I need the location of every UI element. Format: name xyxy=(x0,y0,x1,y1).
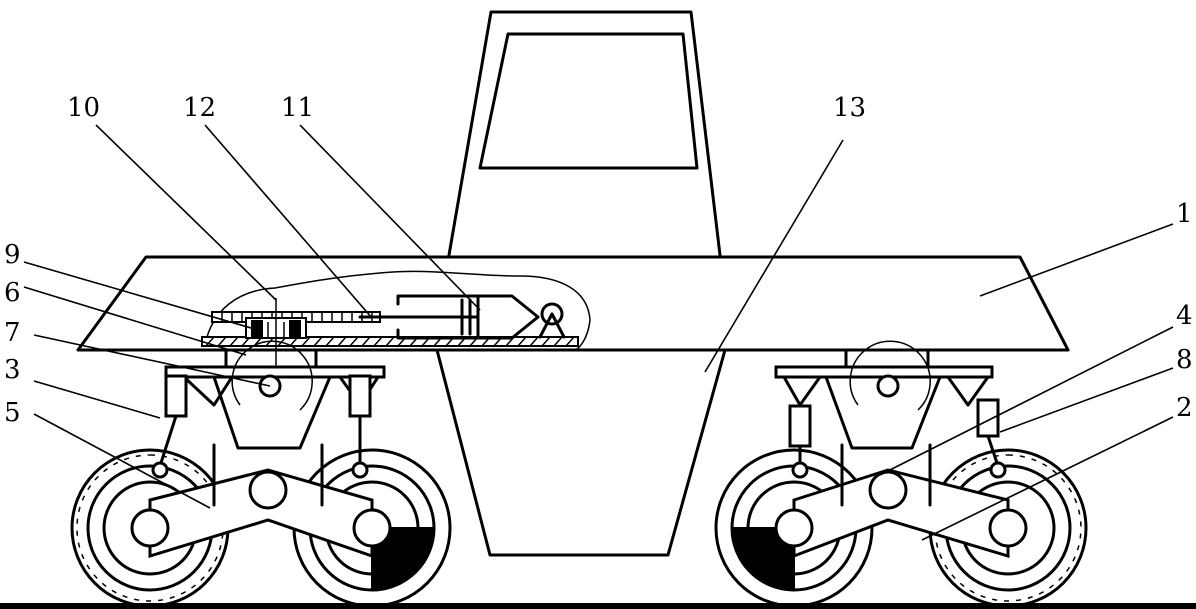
label-1: 1 xyxy=(1176,199,1193,229)
cab xyxy=(447,10,722,257)
label-8: 8 xyxy=(1176,345,1193,375)
ground-line xyxy=(0,603,1196,609)
central-body xyxy=(435,348,727,557)
label-11: 11 xyxy=(281,93,314,123)
right-wheel-assembly xyxy=(714,340,1088,608)
leader-lines xyxy=(23,124,1174,541)
label-3: 3 xyxy=(4,355,21,385)
label-13: 13 xyxy=(833,93,866,123)
label-9: 9 xyxy=(4,240,21,270)
part-labels: 1 2 3 4 5 6 7 8 9 10 11 12 13 xyxy=(4,93,1193,428)
main-frame xyxy=(76,255,1070,352)
label-12: 12 xyxy=(183,93,216,123)
label-4: 4 xyxy=(1176,301,1193,331)
label-6: 6 xyxy=(4,278,21,308)
label-10: 10 xyxy=(67,93,100,123)
label-2: 2 xyxy=(1176,393,1193,423)
slide-mechanism xyxy=(201,294,579,376)
cutaway-outline xyxy=(204,270,591,351)
left-wheel-assembly xyxy=(70,340,452,608)
label-7: 7 xyxy=(4,318,21,348)
label-5: 5 xyxy=(4,398,21,428)
